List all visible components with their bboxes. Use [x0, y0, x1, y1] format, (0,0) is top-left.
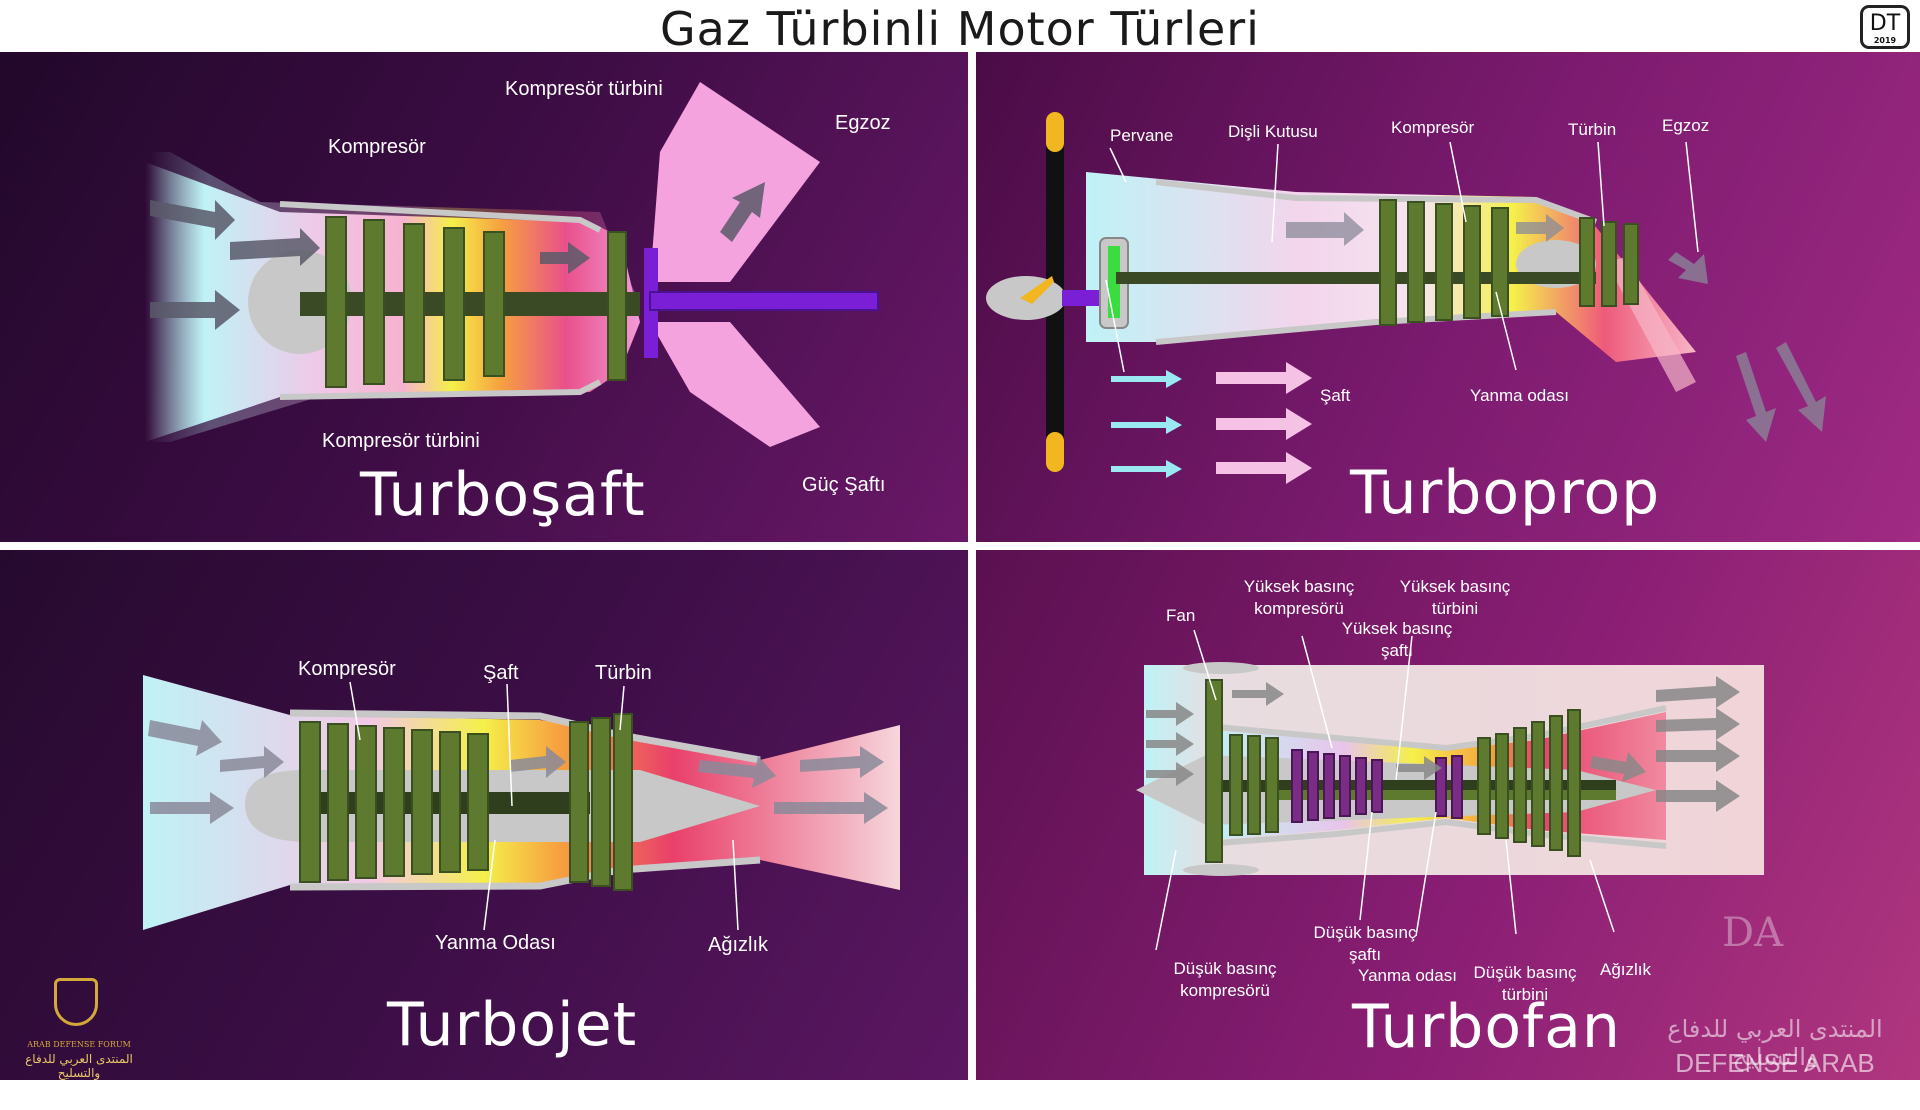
turboshaft-panel: Kompresör türbini Kompresör Egzoz Kompre… [0, 52, 968, 542]
label-hp-turbine-line2: türbini [1431, 599, 1479, 618]
watermark-english: DEFENSE ARAB FORUM [1675, 1048, 1875, 1109]
label-turbine: Türbin [595, 662, 652, 684]
dt-logo: DT 2019 [1860, 5, 1910, 49]
label-compressor-turbine-bottom: Kompresör türbini [322, 430, 480, 452]
label-lp-compressor: Düşük basınç kompresörü [1160, 958, 1290, 1002]
label-hp-shaft: Yüksek basınç şaftı [1332, 618, 1462, 662]
label-lp-shaft: Düşük basınç şaftı [1300, 922, 1430, 966]
footer-logo-line1: ARAB DEFENSE FORUM [27, 1040, 131, 1049]
label-hp-turbine-line1: Yüksek basınç [1399, 577, 1511, 596]
label-combustion: Yanma odası [1470, 386, 1569, 405]
label-lp-turbine-line1: Düşük basınç [1473, 963, 1577, 982]
panel-title-turboshaft: Turboşaft [360, 460, 646, 530]
label-shaft: Şaft [483, 662, 519, 684]
turbojet-diagram [143, 675, 900, 931]
dt-logo-text: DT [1869, 11, 1901, 36]
label-hp-compressor: Yüksek basınç kompresörü [1234, 576, 1364, 620]
label-compressor: Kompresör [298, 658, 396, 680]
watermark-arabic: المنتدى العربي للدفاع والتسليح [1667, 1015, 1883, 1071]
vertical-divider [968, 52, 976, 1080]
label-hp-compressor-line2: kompresörü [1254, 599, 1344, 618]
label-combustion: Yanma odası [1358, 966, 1457, 985]
label-lp-shaft-line2: şaftı [1348, 945, 1382, 964]
label-turbine: Türbin [1568, 120, 1617, 139]
label-gearbox: Dişli Kutusu [1228, 122, 1318, 141]
label-power-shaft: Güç Şaftı [802, 474, 886, 496]
label-propeller: Pervane [1110, 126, 1174, 145]
label-hp-shaft-line1: Yüksek basınç [1341, 619, 1453, 638]
watermark: DA المنتدى العربي للدفاع والتسليح DEFENS… [1630, 820, 1920, 1109]
label-lp-shaft-line1: Düşük basınç [1313, 923, 1417, 942]
label-lp-turbine: Düşük basınç türbini [1460, 962, 1590, 1006]
label-lp-compressor-line1: Düşük basınç [1173, 959, 1277, 978]
label-nozzle: Ağızlık [708, 934, 769, 956]
turbofan-diagram [1136, 629, 1764, 951]
label-shaft: Şaft [1320, 386, 1351, 405]
header: Gaz Türbinli Motor Türleri DT 2019 [0, 0, 1920, 56]
label-lp-compressor-line2: kompresörü [1180, 981, 1270, 1000]
shield-icon [54, 978, 98, 1026]
watermark-mark: DA [1722, 910, 1783, 956]
label-exhaust: Egzoz [1662, 116, 1710, 135]
label-nozzle: Ağızlık [1600, 960, 1652, 979]
arab-defense-forum-logo: ARAB DEFENSE FORUM المنتدى العربي للدفاع… [14, 978, 144, 1080]
label-combustion: Yanma Odası [435, 932, 556, 954]
label-hp-shaft-line2: şaftı [1380, 641, 1414, 660]
label-fan: Fan [1166, 606, 1196, 625]
dt-logo-year: 2019 [1873, 36, 1897, 45]
footer-logo-line2: المنتدى العربي للدفاع والتسليح [25, 1052, 133, 1080]
label-hp-compressor-line1: Yüksek basınç [1243, 577, 1355, 596]
label-compressor: Kompresör [328, 136, 426, 158]
turbojet-panel: Kompresör Şaft Türbin Yanma Odası Ağızlı… [0, 550, 968, 1080]
turboprop-panel: Pervane Dişli Kutusu Kompresör Türbin Eg… [976, 52, 1920, 542]
label-compressor: Kompresör [1391, 118, 1475, 137]
panel-title-turbofan: Turbofan [1352, 992, 1621, 1062]
page-title: Gaz Türbinli Motor Türleri [660, 2, 1260, 56]
label-exhaust: Egzoz [835, 112, 891, 134]
panel-title-turboprop: Turboprop [1350, 458, 1661, 528]
horizontal-divider [0, 542, 1920, 550]
turbofan-panel: Fan Yüksek basınç kompresörü Yüksek bası… [976, 550, 1920, 1080]
turboprop-diagram [986, 112, 1826, 484]
label-lp-turbine-line2: türbini [1501, 985, 1549, 1004]
panel-title-turbojet: Turbojet [387, 990, 638, 1060]
label-compressor-turbine-top: Kompresör türbini [505, 78, 663, 100]
label-hp-turbine: Yüksek basınç türbini [1390, 576, 1520, 620]
turboshaft-diagram [145, 82, 879, 447]
